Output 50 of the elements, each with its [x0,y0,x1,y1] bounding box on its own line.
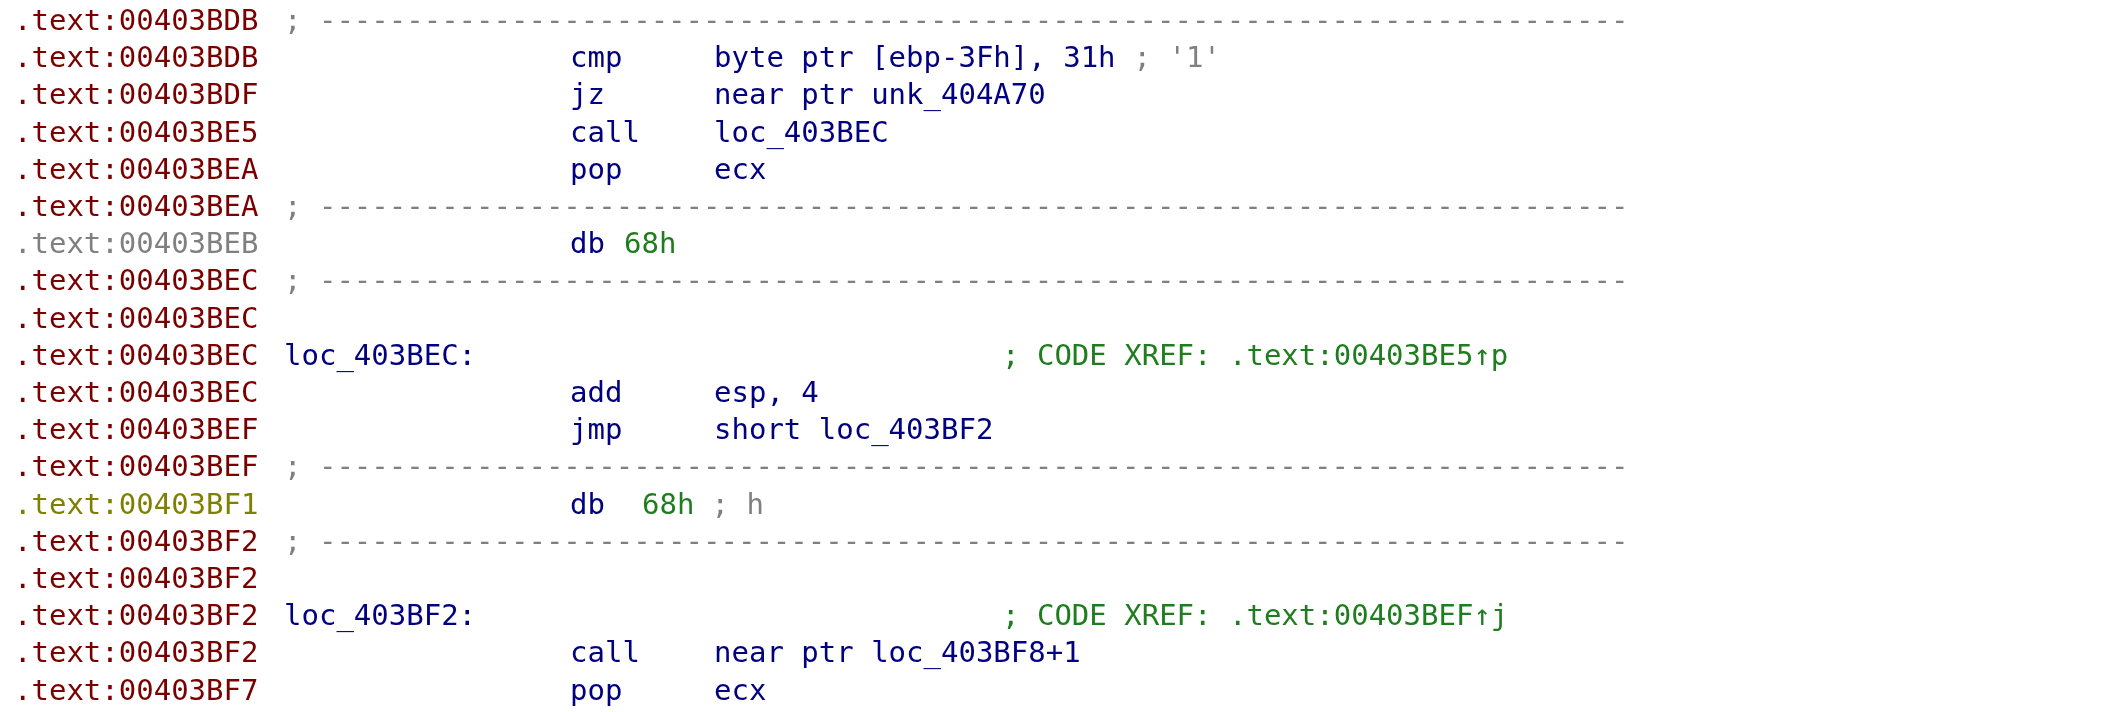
address-text: .text:00403BEC [14,299,259,337]
address-text: .text:00403BEF [14,448,259,486]
address-text: .text:00403BEA [14,188,259,225]
address-text: .text:00403BEC [14,374,259,411]
address-text: .text:00403BEA [14,150,259,188]
address-text: .text:00403BF1 [14,485,259,523]
operand-text: 68h [624,225,677,263]
address-text: .text:00403BF2 [14,634,259,672]
address-text: .text:00403BDF [14,76,259,114]
address-text: .text:00403BF2 [14,597,259,635]
instruction-mnemonic: jz [570,76,605,114]
instruction-mnemonic: db [570,225,605,263]
comment-text: ; CODE XREF: .text:00403BE5↑p [1002,336,1509,374]
address-text: .text:00403BE5 [14,113,259,151]
address-text: .text:00403BF7 [14,671,259,709]
separator-comment: ; --------------------------------------------------------------------------- [284,188,1629,225]
instruction-mnemonic: pop [570,150,623,188]
operand-text: 68h [642,485,695,523]
instruction-mnemonic: call [570,113,640,151]
operand-text: ecx [714,671,767,709]
address-text: .text:00403BF2 [14,522,259,560]
instruction-mnemonic: db [570,485,605,523]
operand-text: short loc_403BF2 [714,411,994,449]
address-text: .text:00403BDB [14,39,259,77]
operand-text: loc_403BEC [714,113,889,151]
code-label: loc_403BEC: [284,336,477,374]
operand-text: byte ptr [ebp-3Fh], 31h [714,39,1116,77]
comment-text: ; h [711,485,764,523]
operand-text: ecx [714,150,767,188]
address-text: .text:00403BEB [14,225,259,263]
instruction-mnemonic: jmp [570,411,623,449]
comment-text: ; '1' [1133,39,1221,77]
separator-comment: ; --------------------------------------------------------------------------- [284,448,1629,486]
operand-text: near ptr loc_403BF8+1 [714,634,1081,672]
instruction-mnemonic: pop [570,671,623,709]
code-label: loc_403BF2: [284,597,477,635]
separator-comment: ; --------------------------------------------------------------------------- [284,262,1629,300]
comment-text: ; CODE XREF: .text:00403BEF↑j [1002,597,1509,635]
address-text: .text:00403BDB [14,2,259,39]
address-text: .text:00403BEC [14,262,259,300]
operand-text: near ptr unk_404A70 [714,76,1046,114]
operand-text: esp, 4 [714,374,819,411]
address-text: .text:00403BF2 [14,560,259,597]
address-text: .text:00403BEC [14,336,259,374]
instruction-mnemonic: add [570,374,623,411]
separator-comment: ; --------------------------------------------------------------------------- [284,2,1629,39]
instruction-mnemonic: call [570,634,640,672]
instruction-mnemonic: cmp [570,39,623,77]
separator-comment: ; --------------------------------------------------------------------------- [284,522,1629,560]
address-text: .text:00403BEF [14,411,259,449]
